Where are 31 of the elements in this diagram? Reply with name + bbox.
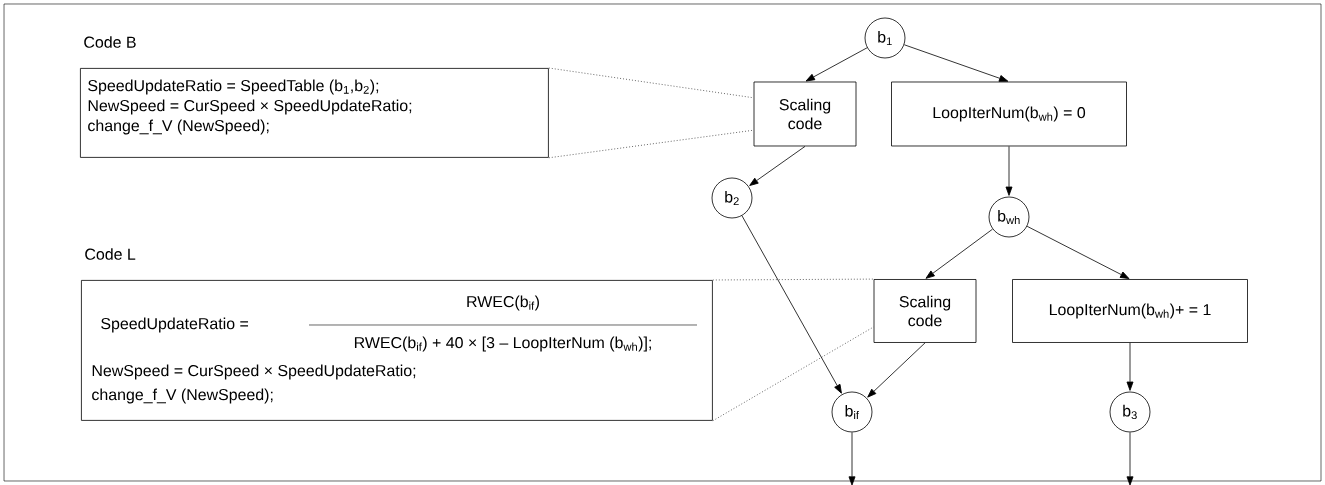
- callout-line: [548, 129, 754, 159]
- process-box: LoopIterNum(b$_{wh}$) = 0: [891, 81, 1127, 147]
- process-box: LoopIterNum(b$_{wh}$)+ = 1: [1012, 279, 1248, 343]
- code-line: change_f_V (NewSpeed);: [88, 119, 269, 135]
- arrow: [925, 228, 993, 279]
- code-box: [81, 248, 713, 421]
- code-box: [80, 36, 549, 158]
- code-line: NewSpeed = CurSpeed × SpeedUpdateRatio;: [92, 364, 416, 380]
- code-line: SpeedUpdateRatio = SpeedTable (b$_{1}$,b$_{2}$);: [88, 79, 379, 95]
- code-line: change_f_V (NewSpeed);: [92, 388, 273, 404]
- code-heading: Code L: [85, 248, 136, 260]
- arrow: [1026, 225, 1130, 279]
- process-box: Scaling code: [753, 81, 857, 147]
- callout-line: [548, 67, 754, 99]
- code-heading: Code B: [84, 36, 136, 48]
- arrow: [749, 146, 806, 186]
- callout-line: [712, 278, 874, 281]
- arrow: [903, 44, 1009, 82]
- arrow: [741, 215, 842, 394]
- arrow: [848, 432, 856, 485]
- arrow: [1005, 146, 1013, 196]
- code-text: RWEC(b$_{if}$): [467, 295, 539, 311]
- code-line: NewSpeed = CurSpeed × SpeedUpdateRatio;: [88, 99, 412, 115]
- code-text: SpeedUpdateRatio =: [101, 317, 248, 333]
- arrow: [1126, 342, 1134, 391]
- process-box: Scaling code: [873, 279, 977, 343]
- arrow: [805, 47, 868, 82]
- arrow: [867, 342, 926, 398]
- code-text: RWEC(b$_{if}$) + 40 × [3 – LoopIterNum (b$_{wh}$)];: [354, 336, 651, 352]
- callout-line: [712, 326, 874, 422]
- arrow: [1126, 432, 1134, 485]
